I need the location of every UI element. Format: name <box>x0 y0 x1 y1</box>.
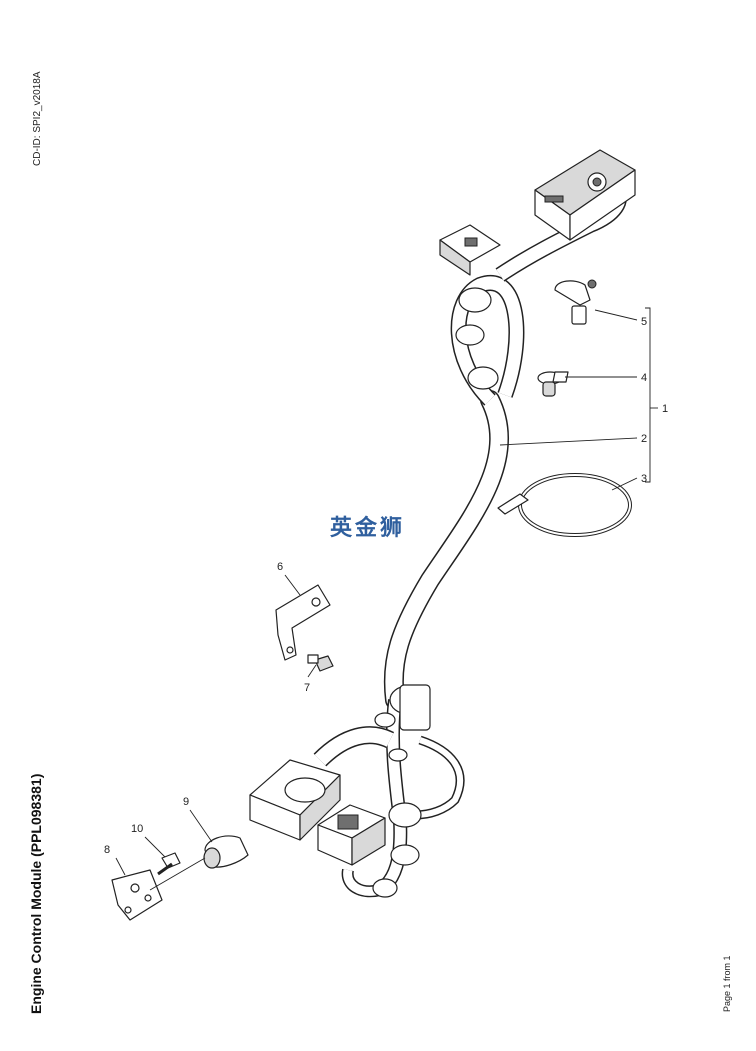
callout-1: 1 <box>662 403 668 415</box>
callout-10: 10 <box>131 823 143 835</box>
part-4-push-clip <box>537 371 569 397</box>
ecm-main-connector <box>534 149 636 241</box>
callout-leaders <box>115 307 658 891</box>
callout-3: 3 <box>641 473 647 485</box>
callout-5: 5 <box>641 316 647 328</box>
part-6-bracket <box>275 584 331 661</box>
harness-grommets <box>372 287 499 898</box>
callout-4: 4 <box>641 372 647 384</box>
callout-2: 2 <box>641 433 647 445</box>
callout-8: 8 <box>104 844 110 856</box>
part-10-screw <box>157 852 181 876</box>
callout-6: 6 <box>277 561 283 573</box>
callout-9: 9 <box>183 796 189 808</box>
callout-7: 7 <box>304 682 310 694</box>
part-3-cable-tie <box>497 473 632 537</box>
part-7-bolt <box>307 654 334 672</box>
ecm-lower-connectors <box>249 759 386 866</box>
part-9-harness-clip <box>203 835 249 869</box>
part-5-p-clamp <box>554 279 597 325</box>
watermark-logo: 英金狮 <box>330 516 406 541</box>
harness-connector-upper <box>439 224 501 276</box>
part-8-mounting-plate <box>111 869 163 921</box>
